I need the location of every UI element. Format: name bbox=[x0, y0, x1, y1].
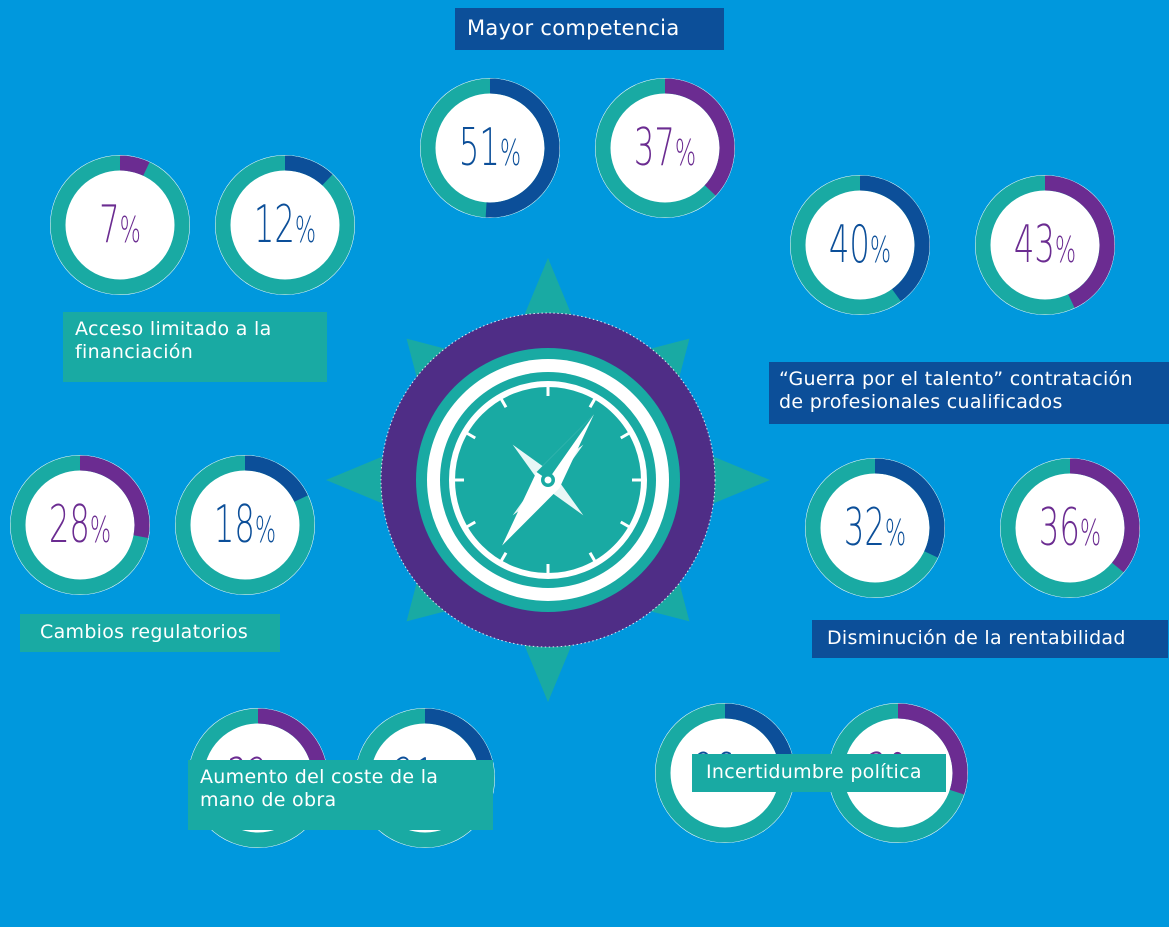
label-guerra-talento: “Guerra por el talento” contratación de … bbox=[769, 362, 1169, 424]
donut-value-label: 18% bbox=[214, 495, 276, 555]
label-aumento-coste: Aumento del coste de la mano de obra bbox=[188, 760, 493, 830]
donut-value-label: 12% bbox=[254, 195, 316, 255]
donut-value-label: 37% bbox=[634, 118, 696, 178]
donut-center bbox=[436, 94, 544, 202]
donut-center bbox=[991, 191, 1099, 299]
label-disminucion-rentabilidad: Disminución de la rentabilidad bbox=[812, 620, 1168, 658]
donut-value-arc bbox=[874, 458, 945, 558]
donut-center bbox=[191, 471, 299, 579]
donut-value-arc bbox=[244, 455, 308, 503]
label-acceso-financiacion: Acceso limitado a la financiación bbox=[63, 312, 327, 382]
donut-chart: 28% bbox=[10, 455, 150, 595]
donut-center bbox=[806, 191, 914, 299]
donut-center bbox=[231, 171, 339, 279]
donut-value-arc bbox=[897, 703, 968, 795]
donut-value-label: 36% bbox=[1039, 498, 1101, 558]
donut-value-arc bbox=[664, 78, 735, 196]
donut-center bbox=[26, 471, 134, 579]
donut-value-arc bbox=[859, 175, 930, 302]
donut-value-arc bbox=[1044, 175, 1115, 308]
donut-value-label: 40% bbox=[829, 215, 891, 275]
donut-value-label: 7% bbox=[99, 195, 141, 255]
donut-value-arc bbox=[79, 455, 150, 539]
label-cambios-regulatorios: Cambios regulatorios bbox=[20, 614, 280, 652]
donut-chart: 18% bbox=[175, 455, 315, 595]
donut-chart: 51% bbox=[420, 78, 560, 218]
donut-value-label: 32% bbox=[844, 498, 906, 558]
donut-value-label: 51% bbox=[459, 118, 521, 178]
donut-value-arc bbox=[424, 708, 493, 765]
donut-center bbox=[821, 474, 929, 582]
donut-chart: 43% bbox=[975, 175, 1115, 315]
donut-value-arc bbox=[1069, 458, 1140, 573]
donut-center bbox=[611, 94, 719, 202]
donut-chart: 37% bbox=[595, 78, 735, 218]
donut-chart: 40% bbox=[790, 175, 930, 315]
donut-center bbox=[66, 171, 174, 279]
donut-value-arc bbox=[119, 155, 150, 176]
donut-value-label: 43% bbox=[1014, 215, 1076, 275]
donut-chart: 7% bbox=[50, 155, 190, 295]
donut-chart: 36% bbox=[1000, 458, 1140, 598]
label-incertidumbre-politica: Incertidumbre política bbox=[692, 754, 946, 792]
donut-value-arc bbox=[485, 78, 560, 218]
donut-value-label: 28% bbox=[49, 495, 111, 555]
label-mayor-competencia: Mayor competencia bbox=[455, 8, 724, 50]
donut-center bbox=[1016, 474, 1124, 582]
donut-chart: 12% bbox=[215, 155, 355, 295]
donut-chart: 32% bbox=[805, 458, 945, 598]
donut-value-arc bbox=[284, 155, 333, 186]
